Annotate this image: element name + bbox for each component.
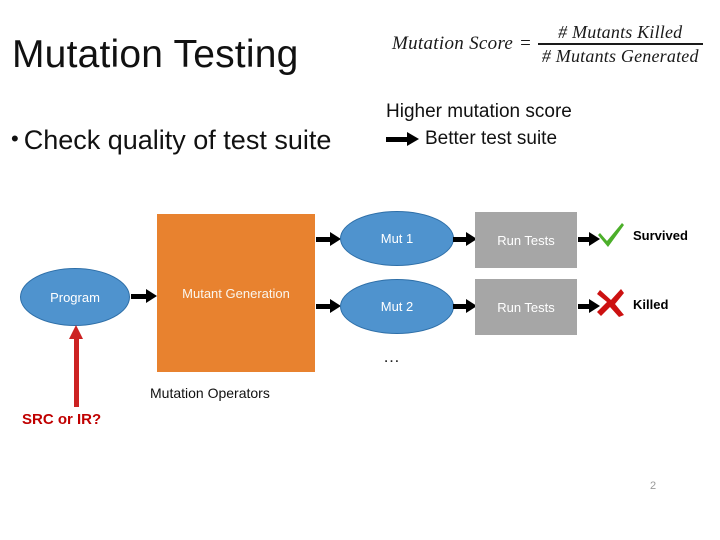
arrow-shaft: [316, 304, 331, 309]
result-label-killed: Killed: [633, 297, 669, 312]
formula-fraction-bar: [537, 43, 703, 45]
node-program[interactable]: Program: [20, 268, 130, 326]
arrow-shaft: [578, 304, 590, 309]
bullet-marker-icon: •: [11, 126, 19, 151]
arrow-head: [466, 299, 477, 313]
node-run-tests-2[interactable]: Run Tests: [475, 279, 577, 335]
arrow-program-to-mutant-generation: [131, 289, 157, 303]
arrow-shaft: [453, 304, 467, 309]
arrow-shaft: [74, 337, 79, 407]
arrow-shaft: [578, 237, 590, 242]
arrow-shaft: [316, 237, 331, 242]
arrow-shaft: [131, 294, 147, 299]
label-src-or-ir: SRC or IR?: [22, 411, 102, 428]
formula-fraction: # Mutants Killed # Mutants Generated: [537, 22, 703, 66]
check-icon: [598, 223, 624, 247]
node-run-tests-1-label: Run Tests: [497, 232, 555, 248]
arrow-head: [69, 325, 83, 339]
node-mut2-label: Mut 2: [380, 299, 414, 314]
label-mutation-operators: Mutation Operators: [150, 385, 270, 401]
implication-line-2: Better test suite: [425, 127, 558, 149]
node-run-tests-1[interactable]: Run Tests: [475, 212, 577, 268]
formula-denominator: # Mutants Generated: [541, 45, 699, 66]
formula-numerator: # Mutants Killed: [558, 22, 683, 42]
ellipsis-more-mutants: …: [383, 347, 401, 366]
page-number: 2: [650, 480, 657, 492]
formula-left-hand-side: Mutation Score: [392, 32, 514, 54]
bullet-text: Check quality of test suite: [23, 125, 332, 155]
arrow-head: [146, 289, 157, 303]
node-program-label: Program: [50, 289, 100, 305]
arrow-head: [330, 299, 341, 313]
arrow-run-tests-2-to-killed: [578, 299, 600, 313]
node-mut1[interactable]: Mut 1: [340, 211, 454, 266]
arrow-mut1-to-run-tests-1: [453, 232, 477, 246]
arrow-shaft: [453, 237, 467, 242]
arrow-run-tests-1-to-survived: [578, 232, 600, 246]
node-mutant-generation-label: Mutant Generation: [182, 285, 290, 301]
node-mutant-generation[interactable]: Mutant Generation: [157, 214, 315, 372]
node-mut1-label: Mut 1: [380, 231, 414, 246]
cross-icon: [597, 289, 624, 317]
arrow-mut2-to-run-tests-2: [453, 299, 477, 313]
arrow-mutant-generation-to-mut2: [316, 299, 341, 313]
arrow-head: [330, 232, 341, 246]
arrow-mutant-generation-to-mut1: [316, 232, 341, 246]
result-label-survived: Survived: [633, 228, 688, 243]
arrow-head: [466, 232, 477, 246]
arrow-head: [589, 232, 600, 246]
implication-line-1: Higher mutation score: [386, 101, 572, 122]
arrow-src-or-ir-to-program: [68, 325, 86, 407]
implication-block: Higher mutation score Better test suite: [386, 99, 572, 153]
bullet-item-check-quality: •Check quality of test suite: [11, 125, 331, 156]
node-run-tests-2-label: Run Tests: [497, 299, 555, 315]
mutation-score-formula: Mutation Score = # Mutants Killed # Muta…: [392, 22, 703, 66]
formula-equals-sign: =: [520, 32, 531, 54]
arrow-head: [589, 299, 600, 313]
page-title: Mutation Testing: [12, 33, 299, 76]
implication-line-2-row: Better test suite: [386, 126, 572, 153]
node-mut2[interactable]: Mut 2: [340, 279, 454, 334]
right-arrow-icon: [386, 132, 420, 147]
